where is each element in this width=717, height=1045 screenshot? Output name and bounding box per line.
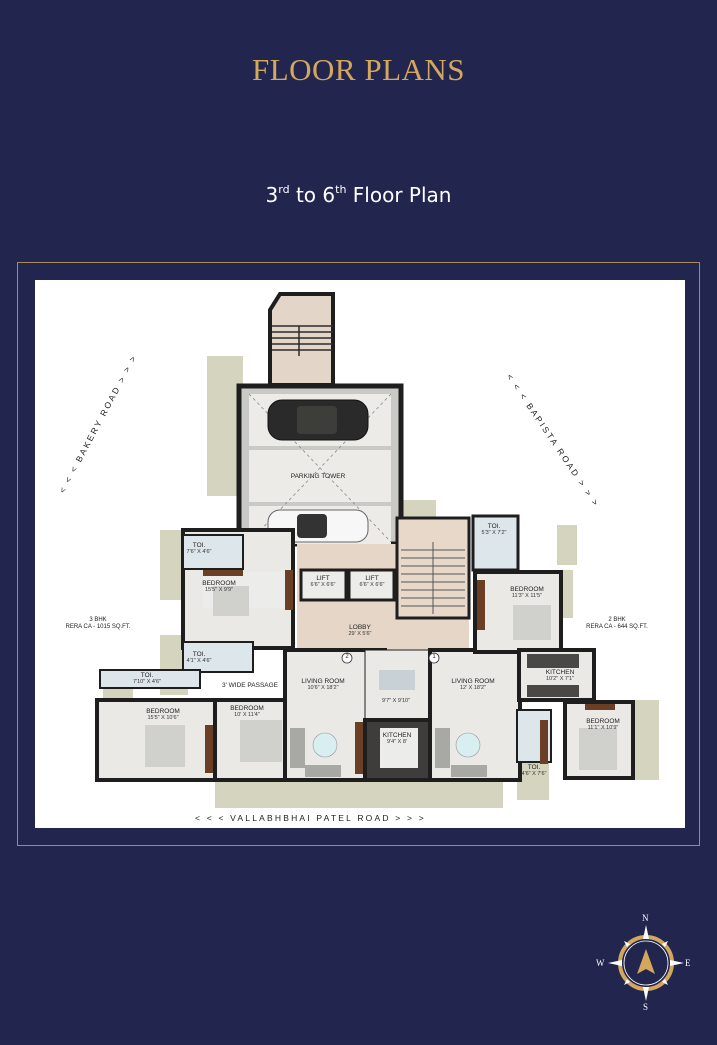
compass-rose: N S E W (596, 913, 696, 1013)
room-label-toilet-3: TOI.7'10" X 4'6" (132, 672, 162, 686)
room-label-parking-tower: PARKING TOWER (290, 473, 346, 480)
subtitle-floor-start: 3 (265, 183, 279, 207)
room-label-passage: 3' WIDE PASSAGE (221, 682, 279, 689)
room-label-toilet-4: TOI.5'3" X 7'2" (481, 523, 507, 537)
compass-north: N (642, 913, 649, 923)
room-label-toilet-2: TOI.4'1" X 4'6" (186, 651, 212, 665)
compass-icon (608, 925, 684, 1001)
subtitle-floor-end: to 6 (289, 183, 336, 207)
compass-south: S (643, 1002, 649, 1012)
flat-marker-2: 2 (345, 654, 349, 660)
subtitle-sup-rd: rd (278, 183, 290, 196)
compass-east: E (685, 958, 691, 968)
flat-marker-1: 1 (432, 654, 436, 660)
plan-frame-border (17, 262, 700, 846)
compass-west: W (596, 958, 605, 968)
floor-plan-subtitle: 3rd to 6th Floor Plan (0, 183, 717, 207)
room-label-toilet-1: TOI.7'6" X 4'6" (186, 542, 212, 556)
page-title: FLOOR PLANS (251, 52, 466, 87)
room-label-dining: 9'7" X 9'10" (381, 698, 411, 704)
subtitle-sup-th: th (335, 183, 347, 196)
subtitle-floor-plan: Floor Plan (346, 183, 452, 207)
road-label-vallabhbhai-patel: < < < VALLABHBHAI PATEL ROAD > > > (195, 813, 426, 823)
room-label-toilet-5: TOI.4'6" X 7'6" (521, 764, 547, 778)
floor-plan-graphic (95, 292, 659, 808)
